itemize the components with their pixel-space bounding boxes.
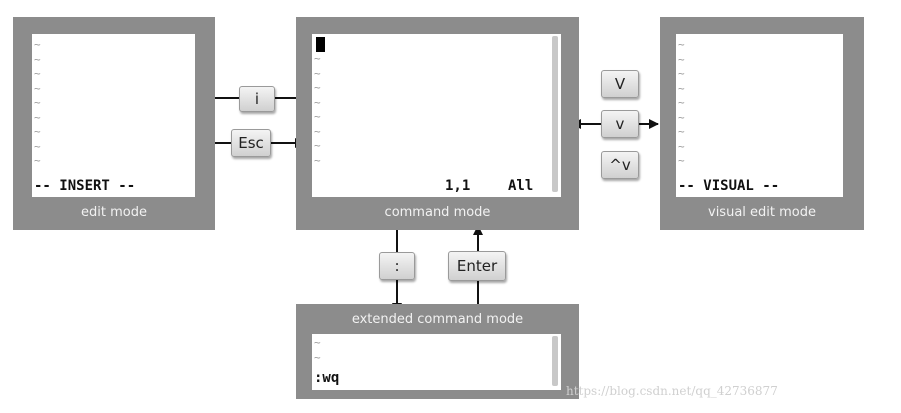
edit-mode-panel: ~ ~ ~ ~ ~ ~ ~ ~ ~ -- INSERT -- edit mode [13,17,215,230]
visual-status-line: -- VISUAL -- [678,178,780,194]
command-line-input: :wq [314,370,340,386]
text-cursor [316,37,325,52]
command-mode-caption: command mode [384,205,491,220]
command-mode-screen: ~ ~ ~ ~ ~ ~ ~ ~ 1,1 All [312,34,561,197]
key-shift-v: V [601,70,639,98]
edit-mode-screen: ~ ~ ~ ~ ~ ~ ~ ~ ~ -- INSERT -- [32,34,195,197]
visual-mode-caption: visual edit mode [708,205,816,220]
extended-command-mode-panel: extended command mode ~ ~ :wq [296,304,579,399]
key-enter: Enter [448,251,506,281]
extended-command-mode-caption: extended command mode [351,312,524,327]
key-v: v [601,110,639,138]
cursor-position: 1,1 [445,178,471,194]
key-i: i [239,86,275,112]
key-esc: Esc [231,129,271,157]
key-ctrl-v: ^v [601,151,639,179]
edit-mode-caption: edit mode [81,205,147,220]
extended-command-screen: ~ ~ :wq [312,334,561,390]
empty-line-markers: ~ ~ [314,336,321,364]
empty-line-markers: ~ ~ ~ ~ ~ ~ ~ ~ [314,52,321,167]
command-mode-panel: ~ ~ ~ ~ ~ ~ ~ ~ 1,1 All command mode [296,17,579,230]
key-colon: : [379,252,415,280]
empty-line-markers: ~ ~ ~ ~ ~ ~ ~ ~ ~ [34,38,41,167]
watermark: https://blog.csdn.net/qq_42736877 [566,384,778,398]
empty-line-markers: ~ ~ ~ ~ ~ ~ ~ ~ ~ [678,38,685,167]
insert-status-line: -- INSERT -- [34,178,136,194]
visual-mode-panel: ~ ~ ~ ~ ~ ~ ~ ~ ~ -- VISUAL -- visual ed… [660,17,864,230]
visual-mode-screen: ~ ~ ~ ~ ~ ~ ~ ~ ~ -- VISUAL -- [676,34,843,197]
scrollbar[interactable] [552,36,558,192]
file-range: All [508,178,534,194]
scrollbar[interactable] [552,336,558,386]
